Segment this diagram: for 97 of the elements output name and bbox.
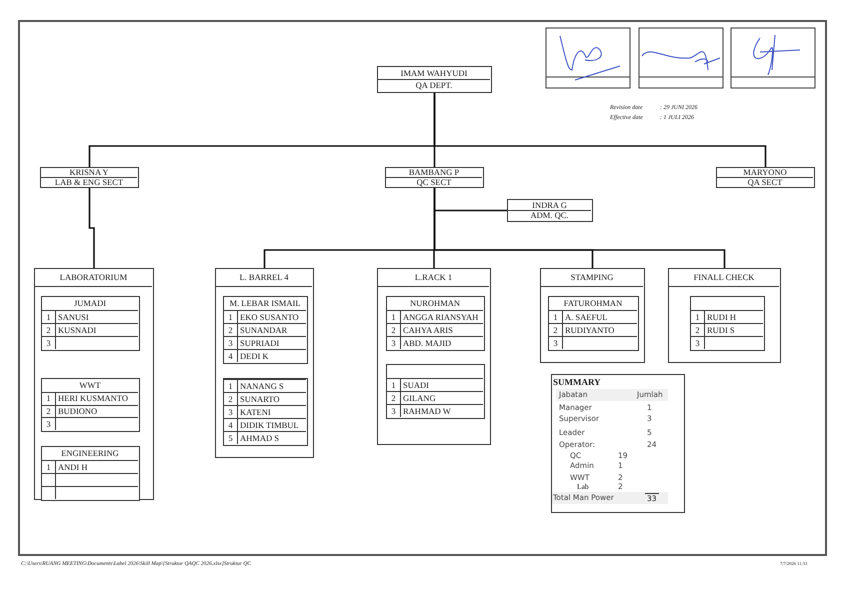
table-heading: FATUROHMAN [562,297,624,310]
position-title: QC SECT [386,177,482,186]
staff-table [386,296,485,351]
staff-name: A. SAEFUL [563,310,637,323]
row-number: 2 [387,391,401,404]
table-heading: NUROHMAN [408,297,462,310]
person-name: KRISNA Y [68,168,110,177]
staff-name: EKO SUSANTO [238,310,306,323]
staff-table [223,378,308,446]
connector-line [434,188,726,268]
position-box [385,167,484,188]
staff-name: SUNANDAR [238,323,306,336]
staff-name: DIDIK TIMBUL [238,418,306,431]
staff-name: RUDI S [705,323,763,336]
summary-panel [551,374,685,513]
row-number: 4 [224,418,238,431]
row-number: 3 [387,336,401,349]
section-box [377,268,491,445]
staff-name: NANANG S [238,379,306,392]
row-number: 3 [691,336,705,349]
staff-table [548,296,639,351]
position-title: LAB & ENG SECT [41,177,137,186]
staff-name: AHMAD S [238,431,306,444]
person-name: BAMBANG P [408,168,460,177]
staff-name: ANGGA RIANSYAH [401,310,483,323]
staff-table [690,296,765,351]
row-number: 2 [387,323,401,336]
staff-table [223,296,308,364]
table-heading: JUMADI [72,297,108,310]
staff-name: DEDI K [238,349,306,362]
staff-name: RUDI H [705,310,763,323]
position-box [507,199,593,222]
row-number: 1 [387,378,401,391]
row-number: 1 [42,460,56,473]
section-box [668,268,781,363]
row-number: 1 [42,392,56,404]
staff-name: HERI KUSMANTO [56,392,138,404]
position-title: QA DEPT. [378,79,490,91]
summary-title: SUMMARY [553,377,601,388]
row-number: 4 [224,349,238,362]
person-name: IMAM WAHYUDI [400,67,468,79]
row-number: 3 [42,417,56,430]
section-heading: STAMPING [541,269,643,287]
position-box [377,66,492,93]
section-heading: FINALL CHECK [669,269,779,287]
staff-table [41,378,140,432]
staff-name: RUDIYANTO [563,323,637,336]
staff-name: SUPRIADI [238,336,306,349]
staff-name: KATENI [238,405,306,418]
staff-name: SUNARTO [238,392,306,405]
section-heading: L.RACK 1 [378,269,489,287]
row-number: 1 [224,310,238,323]
row-number: 2 [224,323,238,336]
person-name: INDRA G [531,200,568,210]
row-number: 5 [224,431,238,444]
row-number: 2 [691,323,705,336]
staff-table [386,364,485,419]
staff-name: SUADI [401,378,483,391]
section-heading: L. BARREL 4 [216,269,312,287]
row-number: 3 [387,404,401,417]
row-number: 3 [224,336,238,349]
section-box [540,268,645,363]
row-number: 1 [224,379,238,392]
section-box [215,268,314,458]
row-number: 2 [42,404,56,418]
table-heading: M. LEBAR ISMAIL [228,297,302,310]
row-number: 3 [42,336,56,349]
staff-name: CAHYA ARIS [401,323,483,336]
row-number: 3 [224,405,238,418]
row-number: 2 [224,392,238,405]
row-number: 2 [42,323,56,336]
position-box [716,167,815,188]
row-number: 1 [549,310,563,323]
position-title: ADM. QC. [508,210,591,220]
staff-name: KUSNADI [56,323,138,336]
section-box [34,268,154,500]
row-number: 1 [387,310,401,323]
section-heading: LABORATORIUM [35,269,152,287]
staff-name: GILANG [401,391,483,404]
person-name: MARYONO [742,168,788,177]
staff-name: RAHMAD W [401,404,483,417]
table-heading: ENGINEERING [60,447,120,460]
staff-table [41,296,140,351]
position-title: QA SECT [717,177,813,186]
staff-name: SANUSI [56,310,138,323]
row-number: 1 [42,310,56,323]
row-number: 3 [549,336,563,349]
staff-name: ANDI H [56,460,138,473]
row-number: 1 [691,310,705,323]
staff-name: BUDIONO [56,404,138,418]
row-number: 2 [549,323,563,336]
staff-table [41,446,140,501]
connector-line [88,188,95,268]
connector-line [434,93,766,167]
staff-name: ABD. MAJID [401,336,483,349]
position-box [40,167,139,188]
table-heading: WWT [78,379,102,392]
